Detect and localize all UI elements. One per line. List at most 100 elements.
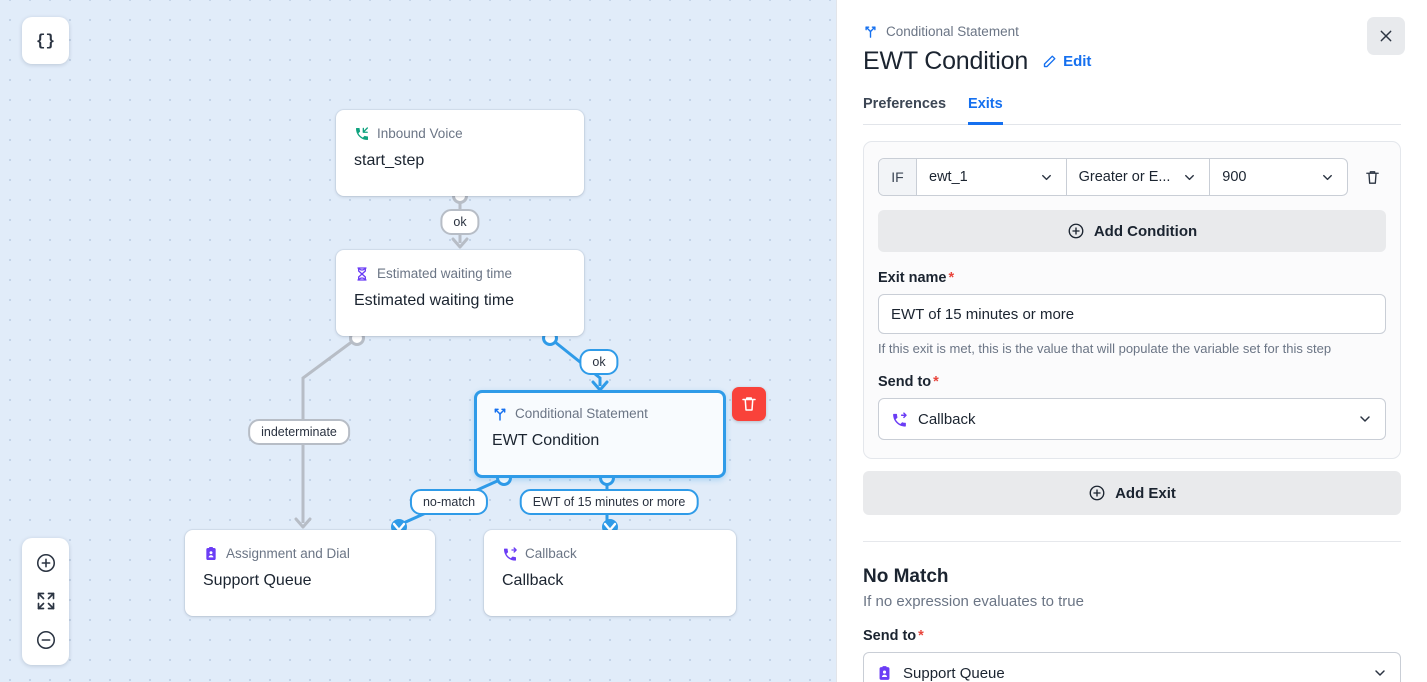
add-exit-label: Add Exit [1115, 484, 1176, 502]
chevron-down-icon [1185, 174, 1195, 180]
flow-node-start-step[interactable]: Inbound Voice start_step [336, 110, 584, 196]
chevron-down-icon [1041, 174, 1051, 180]
no-match-send-to-select[interactable]: Support Queue [863, 652, 1401, 682]
fit-to-screen-icon [37, 593, 54, 610]
chevron-down-icon [1323, 174, 1332, 180]
required-asterisk: * [918, 628, 924, 644]
node-type-label: Estimated waiting time [377, 266, 513, 281]
node-title: start_step [354, 152, 425, 169]
tab-preferences[interactable]: Preferences [863, 96, 947, 112]
add-condition-button[interactable]: Add Condition [878, 210, 1386, 252]
plus-circle-icon [1089, 485, 1105, 501]
exit-send-to-select[interactable]: Callback [878, 398, 1386, 440]
node-type-label: Inbound Voice [377, 126, 463, 141]
flow-node-support-queue[interactable]: Assignment and Dial Support Queue [185, 530, 435, 616]
close-icon [1380, 30, 1392, 42]
node-type-label: Callback [525, 546, 577, 561]
panel-tabs: Preferences Exits [863, 96, 1401, 125]
edge-label-ok-ewt[interactable]: ok [579, 349, 619, 375]
exit-send-to-label: Send to* [878, 374, 1386, 390]
exit-name-label-text: Exit name [878, 270, 947, 286]
no-match-send-to-value: Support Queue [903, 664, 1005, 682]
condition-operator-select[interactable]: Greater or E... [1067, 159, 1211, 195]
no-match-send-to-label: Send to* [863, 628, 1401, 644]
node-title: Callback [502, 572, 564, 589]
no-match-send-to-label-text: Send to [863, 628, 917, 644]
node-type-label: Conditional Statement [515, 406, 648, 421]
edge-label-indeterminate[interactable]: indeterminate [248, 419, 350, 445]
json-view-button[interactable]: {} [22, 17, 69, 64]
condition-group: IF ewt_1 Greater or E... 900 [878, 158, 1348, 196]
node-title: EWT Condition [492, 432, 600, 449]
condition-variable-value: ewt_1 [929, 169, 968, 185]
panel-kicker-label: Conditional Statement [886, 24, 1019, 39]
pencil-icon [1043, 55, 1056, 68]
node-title: Estimated waiting time [354, 292, 515, 309]
tab-exits[interactable]: Exits [968, 96, 1003, 125]
branch-icon [865, 26, 876, 38]
canvas-zoom-controls [22, 538, 69, 665]
exit-name-input[interactable] [878, 294, 1386, 334]
hourglass-icon [357, 267, 367, 281]
inbound-call-icon [356, 127, 368, 140]
node-type-row: Assignment and Dial [203, 546, 417, 562]
flow-node-estimated-waiting-time[interactable]: Estimated waiting time Estimated waiting… [336, 250, 584, 336]
condition-value: 900 [1222, 169, 1247, 185]
flow-node-ewt-condition[interactable]: Conditional Statement EWT Condition [474, 390, 726, 478]
exit-card: IF ewt_1 Greater or E... 900 [863, 141, 1401, 459]
exit-send-to-label-text: Send to [878, 374, 932, 390]
flow-node-callback[interactable]: Callback Callback [484, 530, 736, 616]
plus-circle-icon [1068, 223, 1084, 239]
panel-kicker: Conditional Statement [863, 24, 1401, 39]
chevron-down-icon [1360, 416, 1370, 422]
panel-body[interactable]: IF ewt_1 Greater or E... 900 [837, 125, 1427, 682]
edge-layer [294, 188, 618, 535]
flow-canvas[interactable]: Inbound Voice start_step Estimated waiti… [0, 0, 836, 682]
no-match-subtitle: If no expression evaluates to true [863, 593, 1084, 610]
plus-circle-icon [36, 554, 55, 573]
add-exit-button[interactable]: Add Exit [863, 471, 1401, 515]
step-details-panel: Conditional Statement EWT Condition Edit… [836, 0, 1427, 682]
node-type-label: Assignment and Dial [226, 546, 350, 561]
minus-circle-icon [36, 630, 55, 649]
add-condition-label: Add Condition [1093, 222, 1198, 240]
condition-if-label: IF [879, 159, 917, 195]
callback-icon [504, 547, 517, 561]
zoom-out-button[interactable] [32, 626, 60, 654]
delete-condition-button[interactable] [1358, 163, 1386, 191]
page-title: EWT Condition [863, 47, 1029, 75]
no-match-title: No Match [863, 566, 949, 587]
node-type-row: Inbound Voice [354, 126, 566, 142]
panel-title-row: EWT Condition Edit [863, 47, 1401, 76]
panel-header: Conditional Statement EWT Condition Edit… [837, 0, 1427, 125]
chevron-down-icon [1375, 670, 1385, 676]
condition-row: IF ewt_1 Greater or E... 900 [878, 158, 1386, 196]
node-type-row: Conditional Statement [492, 406, 708, 422]
edit-button-label: Edit [1063, 53, 1092, 70]
section-divider [863, 541, 1401, 542]
edge-label-ewt-exit[interactable]: EWT of 15 minutes or more [519, 489, 699, 515]
branch-icon [494, 408, 506, 421]
exit-name-help-text: If this exit is met, this is the value t… [878, 341, 1332, 356]
required-asterisk: * [948, 270, 955, 286]
node-title: Support Queue [203, 572, 312, 589]
exit-name-label: Exit name* [878, 270, 1386, 286]
edge-label-no-match[interactable]: no-match [409, 489, 489, 515]
node-type-row: Callback [502, 546, 718, 562]
close-panel-button[interactable] [1367, 17, 1405, 55]
trash-icon [742, 397, 756, 411]
trash-icon [1365, 170, 1379, 184]
callback-icon [893, 411, 907, 427]
delete-node-button[interactable] [732, 387, 766, 421]
exit-send-to-value: Callback [918, 410, 976, 428]
assignment-icon [879, 665, 890, 680]
required-asterisk: * [933, 374, 939, 390]
condition-value-select[interactable]: 900 [1210, 159, 1347, 195]
assignment-icon [206, 547, 216, 560]
edit-button[interactable]: Edit [1042, 53, 1091, 70]
condition-variable-select[interactable]: ewt_1 [917, 159, 1067, 195]
zoom-in-button[interactable] [32, 549, 60, 577]
fit-to-screen-button[interactable] [32, 587, 60, 615]
edge-label-ok-start[interactable]: ok [440, 209, 480, 235]
